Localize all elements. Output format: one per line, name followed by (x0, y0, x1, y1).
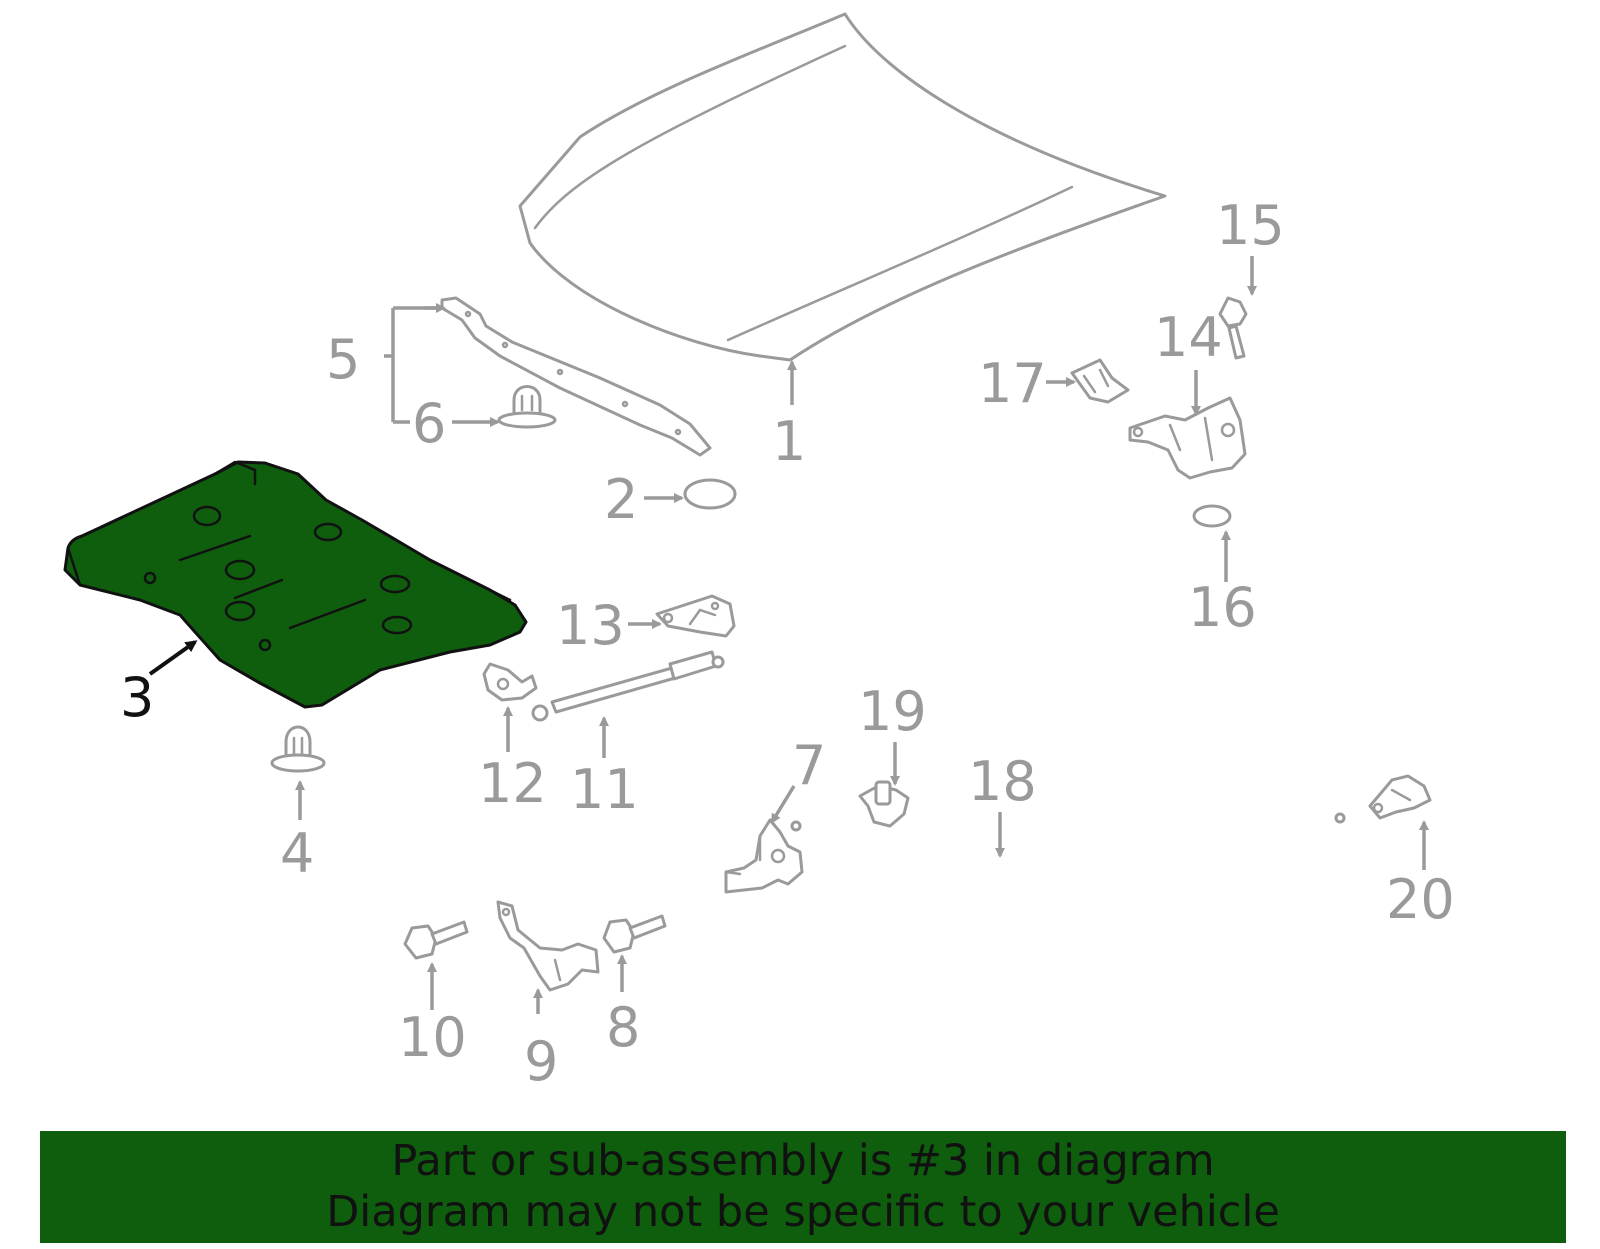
callout-3[interactable]: 3 (120, 666, 154, 729)
callout-11[interactable]: 11 (570, 758, 639, 821)
hood-seal-part[interactable] (440, 296, 712, 457)
clip-part-19[interactable] (858, 780, 910, 828)
bolt-part-8[interactable] (602, 914, 667, 954)
bracket-part-13[interactable] (655, 594, 736, 638)
release-cable-part[interactable] (790, 786, 1346, 864)
callout-5[interactable]: 5 (326, 328, 360, 391)
bracket-part-12[interactable] (482, 662, 538, 702)
callout-9[interactable]: 9 (524, 1030, 558, 1093)
latch-bracket-part[interactable] (496, 900, 600, 992)
callout-4[interactable]: 4 (280, 822, 314, 885)
bolt-part-10[interactable] (403, 920, 469, 960)
hood-insulator-part[interactable] (63, 460, 528, 709)
callout-15[interactable]: 15 (1216, 194, 1285, 257)
callout-19[interactable]: 19 (858, 680, 927, 743)
leader-lines (148, 256, 1429, 1014)
callout-6[interactable]: 6 (412, 392, 446, 455)
callout-17[interactable]: 17 (978, 352, 1047, 415)
hood-hinge-part[interactable] (1128, 396, 1247, 480)
grommet-part[interactable] (683, 478, 737, 510)
callout-12[interactable]: 12 (478, 752, 547, 815)
banner-line-disclaimer: Diagram may not be specific to your vehi… (326, 1187, 1280, 1237)
release-handle-part[interactable] (1368, 774, 1432, 820)
callout-7[interactable]: 7 (792, 734, 826, 797)
callout-10[interactable]: 10 (398, 1006, 467, 1069)
hood-strut-part[interactable] (531, 650, 725, 722)
callout-8[interactable]: 8 (606, 996, 640, 1059)
washer-part-16[interactable] (1192, 504, 1232, 528)
clip-part-4[interactable] (270, 725, 326, 773)
callout-20[interactable]: 20 (1386, 868, 1455, 931)
callout-2[interactable]: 2 (604, 468, 638, 531)
hood-latch-part[interactable] (724, 818, 804, 894)
callout-18[interactable]: 18 (968, 750, 1037, 813)
info-banner: Part or sub-assembly is #3 in diagram Di… (40, 1131, 1566, 1243)
callout-1[interactable]: 1 (772, 410, 806, 473)
bracket-part-17[interactable] (1070, 358, 1130, 404)
callout-14[interactable]: 14 (1154, 306, 1223, 369)
callout-13[interactable]: 13 (556, 594, 625, 657)
hood-part[interactable] (518, 12, 1167, 362)
callout-16[interactable]: 16 (1188, 576, 1257, 639)
banner-line-part-number: Part or sub-assembly is #3 in diagram (391, 1136, 1215, 1186)
clip-part-6[interactable] (497, 385, 557, 429)
callout-labels: 1 2 3 4 5 6 7 8 9 10 11 12 13 14 15 16 1… (120, 194, 1455, 1093)
bolt-part-15[interactable] (1218, 296, 1248, 360)
